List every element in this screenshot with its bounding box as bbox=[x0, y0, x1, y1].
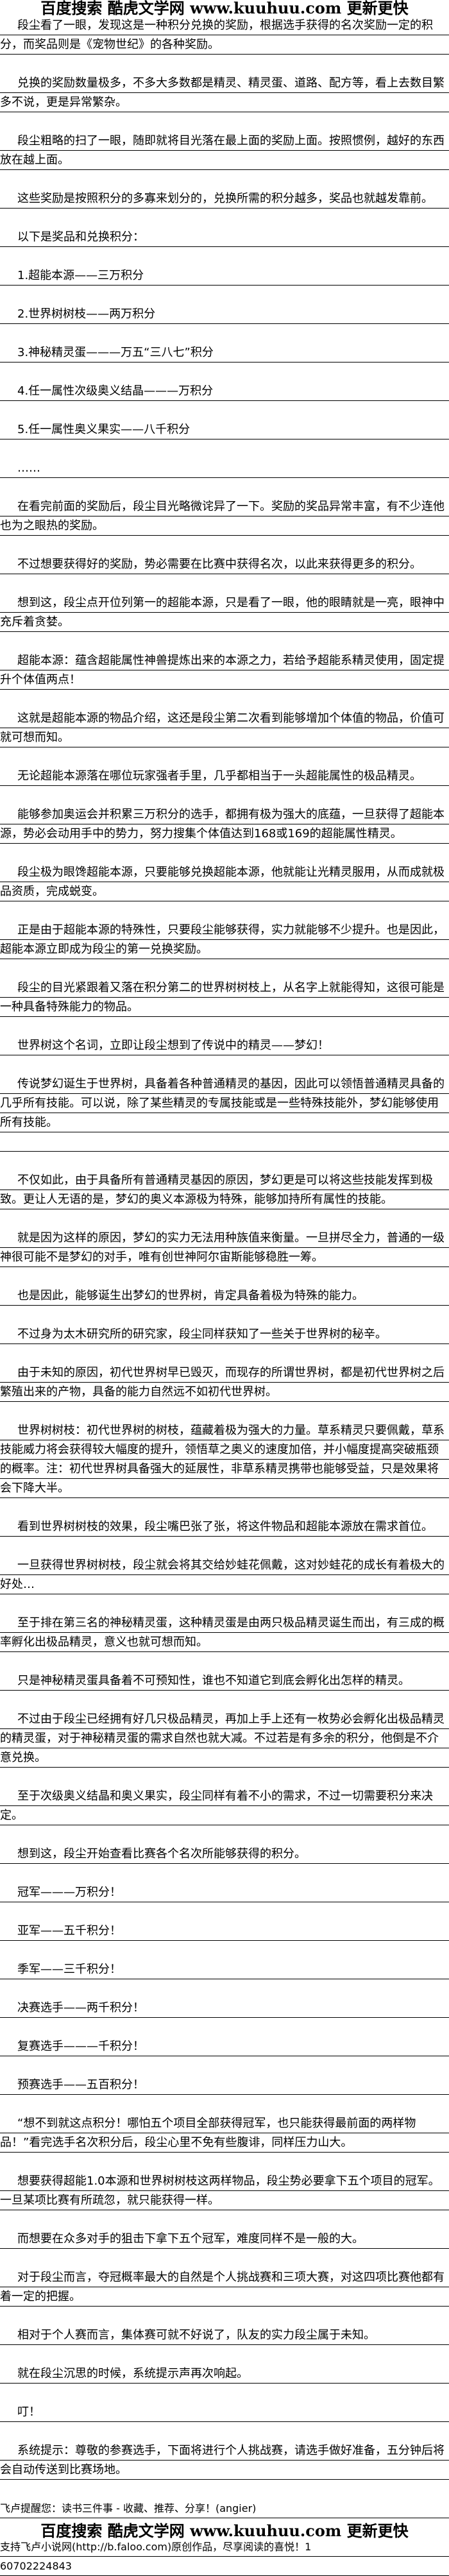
paragraph: 看到世界树树枝的效果，段尘嘴巴张了张，将这件物品和超能本源放在需求首位。 bbox=[0, 1517, 449, 1537]
paragraph: 这些奖励是按照积分的多寡来划分的，兑换所需的积分越多，奖品也就越发靠前。 bbox=[0, 189, 449, 209]
paragraph: 而想要在众多对手的狙击下拿下五个冠军，难度同样不是一般的大。 bbox=[0, 2230, 449, 2249]
paragraph: …… bbox=[0, 459, 449, 478]
paragraph: 能够参加奥运会并积累三万积分的选手，都拥有极为强大的底蕴，一旦获得了超能本源，势… bbox=[0, 805, 449, 844]
paragraph: 就是因为这样的原因，梦幻的实力无法用种族值来衡量。一旦拼尽全力，普通的一级神很可… bbox=[0, 1229, 449, 1267]
paragraph: 不过想要获得好的奖励，势必需要在比赛中获得名次，以此来获得更多的积分。 bbox=[0, 555, 449, 574]
paragraph: 这就是超能本源的物品介绍，这还是段尘第二次看到能够增加个体值的物品，价值可就可想… bbox=[0, 709, 449, 747]
paragraph: 季军——三千积分！ bbox=[0, 1960, 449, 1979]
paragraph: 冠军———万积分！ bbox=[0, 1883, 449, 1902]
paragraph: 段尘的目光紧跟着又落在积分第二的世界树树枝上，从名字上就能得知，这很可能是一种具… bbox=[0, 978, 449, 1017]
paragraph: 正是由于超能本源的特殊性，只要段尘能够获得，实力就能够不少提升。也是因此，超能本… bbox=[0, 921, 449, 959]
paragraph: 复赛选手———千积分！ bbox=[0, 2037, 449, 2056]
paragraph: 系统提示：尊敬的参赛选手，下面将进行个人挑战赛，请选手做好准备，五分钟后将会自动… bbox=[0, 2441, 449, 2480]
paragraph: 就在段尘沉思的时候，系统提示声再次响起。 bbox=[0, 2364, 449, 2384]
paragraph: 4.任一属性次级奥义结晶———万积分 bbox=[0, 382, 449, 401]
paragraph: 叮！ bbox=[0, 2403, 449, 2422]
chapter-body: 段尘看了一眼，发现这是一种积分兑换的奖励，根据选手获得的名次奖励一定的积分，而奖… bbox=[0, 16, 449, 2480]
paragraph: 传说梦幻诞生于世界树，具备着各种普通精灵的基因，因此可以领悟普通精灵具备的几乎所… bbox=[0, 1075, 449, 1152]
paragraph: 在看完前面的奖励后，段尘目光略微诧异了一下。奖励的奖品异常丰富，有不少连他也为之… bbox=[0, 497, 449, 536]
paragraph: 至于次级奥义结晶和奥义果实，段尘同样有着不小的需求，不过一切需要积分来决定。 bbox=[0, 1787, 449, 1825]
paragraph: 不过由于段尘已经拥有好几只极品精灵，再加上手上还有一枚势必会孵化出极品精灵的精灵… bbox=[0, 1710, 449, 1768]
paragraph: 只是神秘精灵蛋具备着不可预知性，谁也不知道它到底会孵化出怎样的精灵。 bbox=[0, 1671, 449, 1691]
paragraph: 相对于个人赛而言，集体赛可就不好说了，队友的实力段尘属于未知。 bbox=[0, 2326, 449, 2345]
paragraph: 亚军——五千积分！ bbox=[0, 1922, 449, 1941]
paragraph: 预赛选手——五百积分！ bbox=[0, 2076, 449, 2095]
paragraph: 不过身为太木研究所的研究家，段尘同样获知了一些关于世界树的秘辛。 bbox=[0, 1325, 449, 1344]
paragraph: 兑换的奖励数量极多，不多大多数都是精灵、精灵蛋、道路、配方等，看上去数目繁多不说… bbox=[0, 74, 449, 112]
paragraph: 也是因此，能够诞生出梦幻的世界树，肯定具备着极为特殊的能力。 bbox=[0, 1286, 449, 1306]
paragraph: 决赛选手——两千积分！ bbox=[0, 1999, 449, 2018]
paragraph: 世界树这个名词，立即让段尘想到了传说中的精灵——梦幻！ bbox=[0, 1036, 449, 1055]
paragraph: 以下是奖品和兑换积分： bbox=[0, 228, 449, 247]
paragraph: 3.神秘精灵蛋———万五“三八七”积分 bbox=[0, 343, 449, 363]
paragraph: 想要获得超能1.0本源和世界树树枝这两样物品，段尘势必要拿下五个项目的冠军。一旦… bbox=[0, 2172, 449, 2210]
paragraph: 至于排在第三名的神秘精灵蛋，这种精灵蛋是由两只极品精灵诞生而出，有三成的概率孵化… bbox=[0, 1614, 449, 1652]
footer-id: 60702224843 bbox=[0, 2557, 449, 2576]
paragraph: 世界树树枝：初代世界树的树枝，蕴藏着极为强大的力量。草系精灵只要佩戴，草系技能威… bbox=[0, 1421, 449, 1498]
paragraph: 5.任一属性奥义果实——八千积分 bbox=[0, 420, 449, 439]
paragraph: 超能本源：蕴含超能属性神兽提炼出来的本源之力，若给予超能系精灵使用，固定提升个体… bbox=[0, 651, 449, 690]
paragraph: 对于段尘而言，夺冠概率最大的自然是个人挑战赛和三项大赛，对这四项比赛他都有着一定… bbox=[0, 2268, 449, 2307]
paragraph: 段尘粗略的扫了一眼，随即就将目光落在最上面的奖励上面。按照惯例，越好的东西放在越… bbox=[0, 132, 449, 170]
paragraph: 一旦获得世界树树枝，段尘就会将其交给妙蛙花佩戴，这对妙蛙花的成长有着极大的好处… bbox=[0, 1556, 449, 1594]
paragraph: 想到这，段尘点开位列第一的超能本源，只是看了一眼，他的眼睛就是一亮，眼神中充斥着… bbox=[0, 593, 449, 632]
paragraph: 由于未知的原因，初代世界树早已毁灭，而现存的所谓世界树，都是初代世界树之后繁殖出… bbox=[0, 1363, 449, 1402]
paragraph: 不仅如此，由于具备所有普通精灵基因的原因，梦幻更是可以将这些技能发挥到极致。更让… bbox=[0, 1171, 449, 1209]
paragraph: “想不到就这点积分！哪怕五个项目全部获得冠军，也只能获得最前面的两样物品！”看完… bbox=[0, 2114, 449, 2153]
site-banner-top: 百度搜索 酷虎文学网 www.kuuhuu.com 更新更快 bbox=[40, 0, 409, 17]
paragraph: 1.超能本源——三万积分 bbox=[0, 266, 449, 286]
paragraph: 2.世界树树枝——两万积分 bbox=[0, 305, 449, 324]
paragraph: 无论超能本源落在哪位玩家强者手里，几乎都相当于一头超能属性的极品精灵。 bbox=[0, 767, 449, 786]
paragraph: 想到这，段尘开始查看比赛各个名次所能够获得的积分。 bbox=[0, 1845, 449, 1864]
paragraph: 段尘极为眼馋超能本源，只要能够兑换超能本源，他就能让光精灵服用，从而成就极品资质… bbox=[0, 863, 449, 901]
site-banner-bottom: 百度搜索 酷虎文学网 www.kuuhuu.com 更新更快 bbox=[40, 2521, 409, 2540]
paragraph: 段尘看了一眼，发现这是一种积分兑换的奖励，根据选手获得的名次奖励一定的积分，而奖… bbox=[0, 16, 449, 55]
footer-reminder: 飞卢提醒您：读书三件事 - 收藏、推荐、分享！(angier) bbox=[0, 2499, 449, 2518]
